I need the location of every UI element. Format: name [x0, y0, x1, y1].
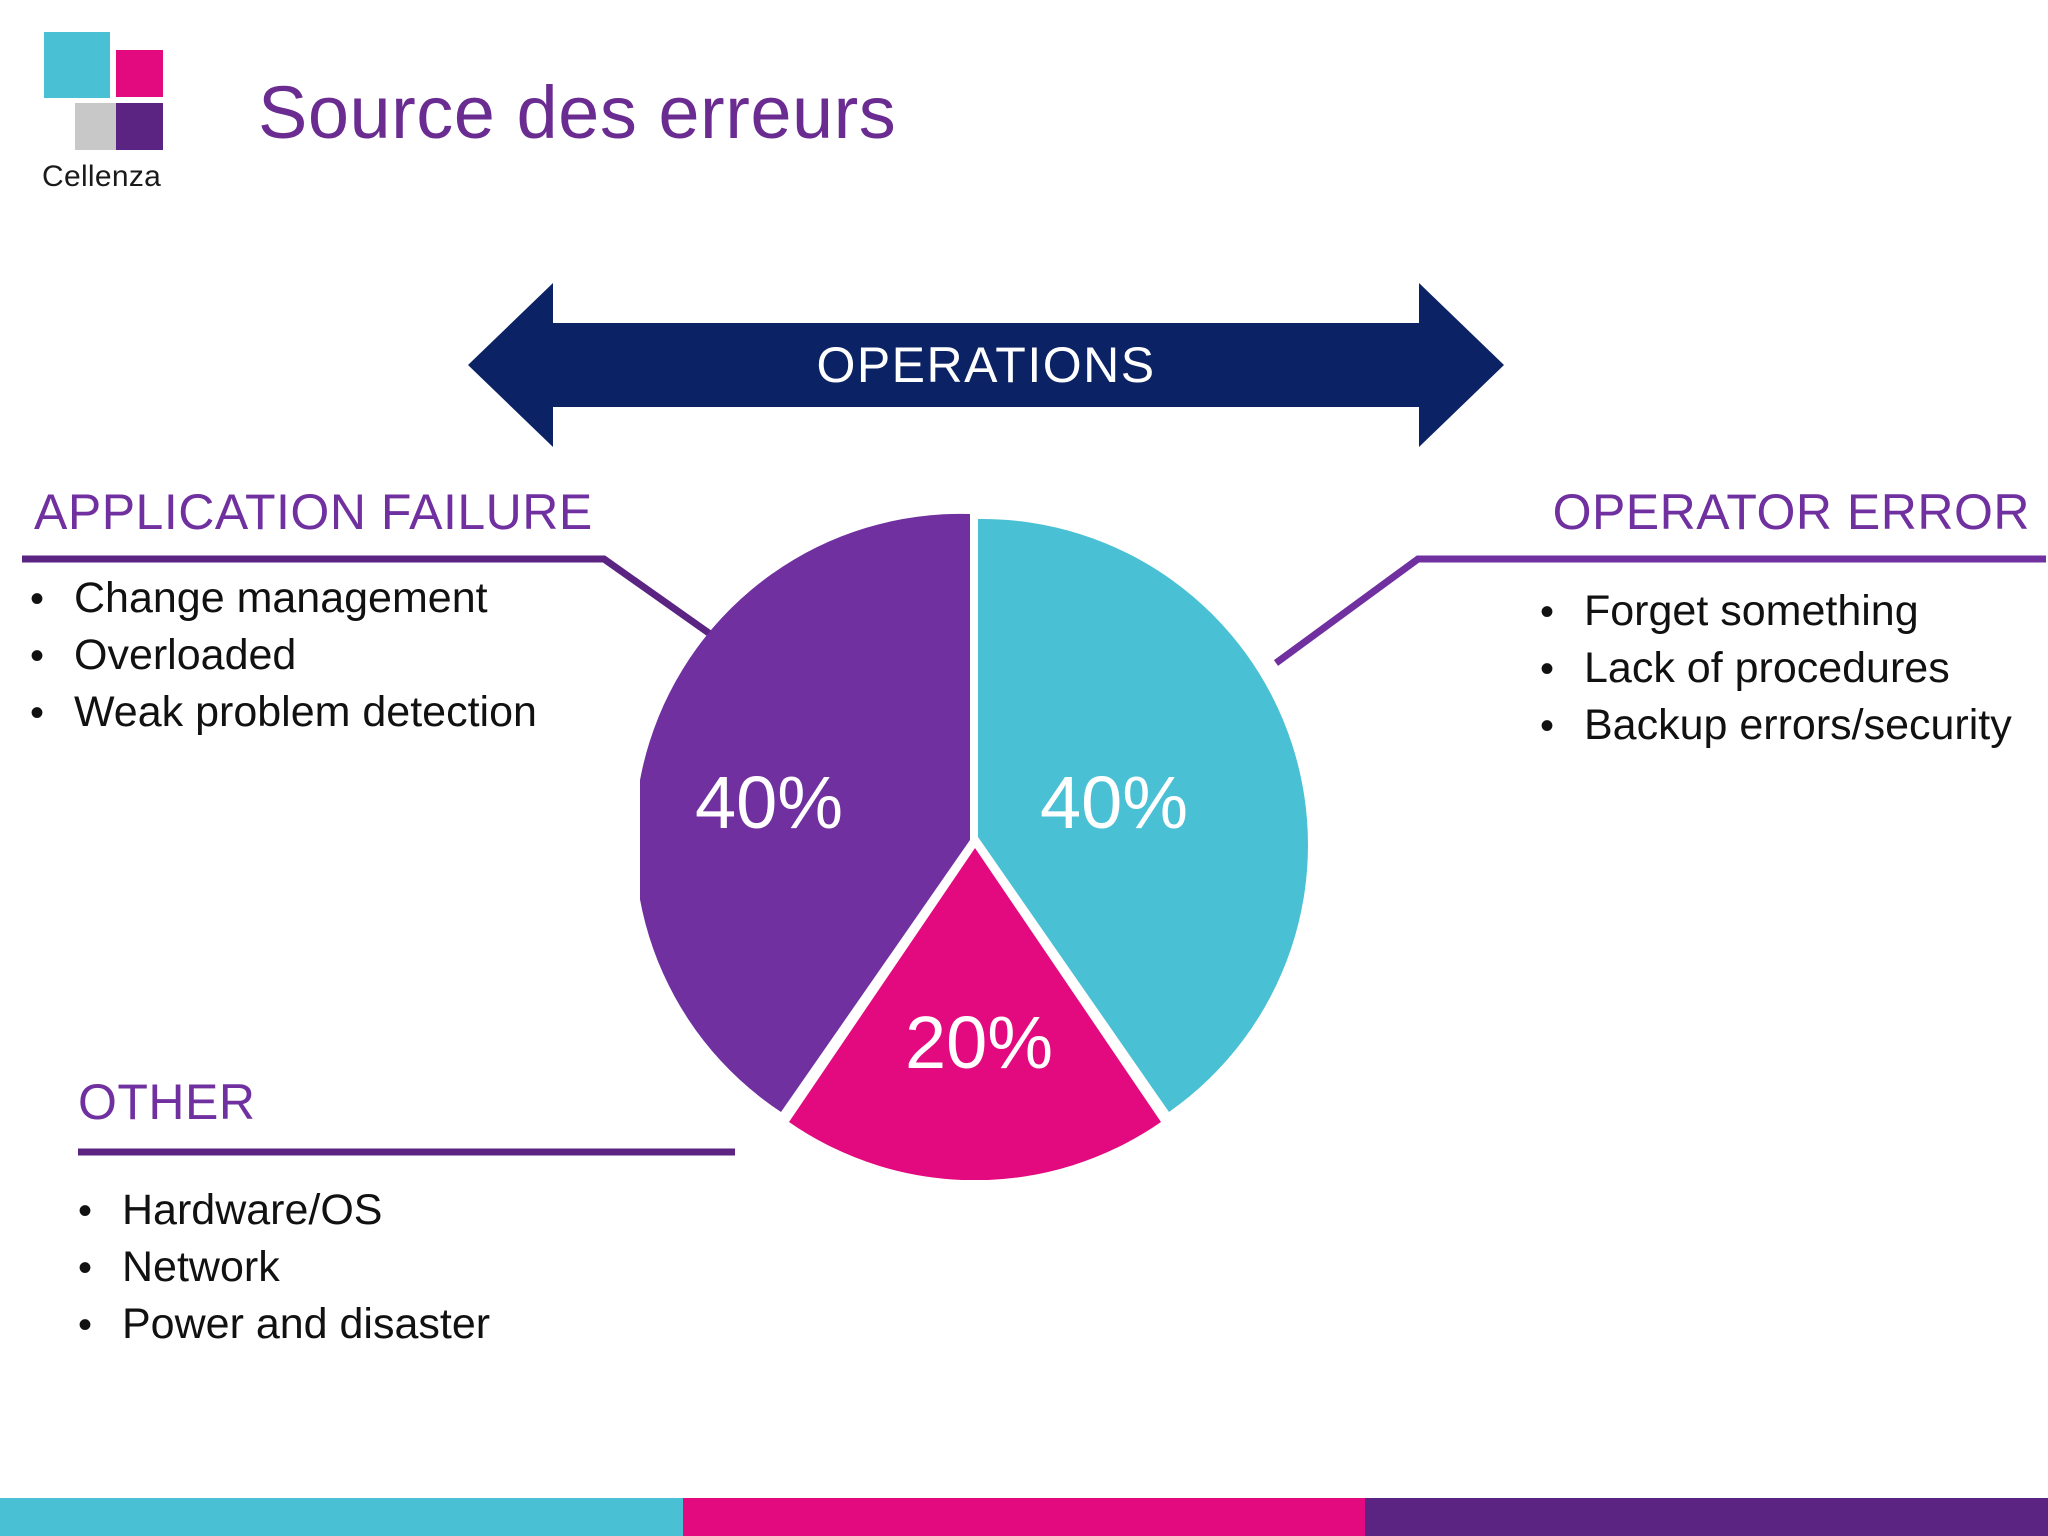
pie-svg: [634, 513, 1308, 1181]
list-item: • Network: [78, 1239, 490, 1296]
operations-arrow-banner: OPERATIONS: [468, 280, 1504, 450]
bullet-list-other: • Hardware/OS • Network • Power and disaste…: [78, 1182, 490, 1353]
list-item-label: Backup errors/security: [1584, 701, 2012, 749]
bullet-icon: •: [30, 691, 45, 735]
heading-application-failure: APPLICATION FAILURE: [34, 484, 593, 540]
bullet-icon: •: [1540, 590, 1555, 634]
list-item: • Lack of procedures: [1540, 640, 2012, 697]
double-arrow-icon: [468, 283, 1504, 447]
list-item: • Weak problem detection: [30, 684, 537, 741]
bottom-color-bar: [0, 1498, 2048, 1536]
list-item-label: Change management: [74, 574, 488, 622]
error-source-pie-chart: [634, 510, 1310, 1181]
bottom-bar-segment-purple: [1365, 1498, 2048, 1536]
page-title: Source des erreurs: [258, 71, 897, 154]
logo-square-cyan: [44, 32, 110, 98]
bullet-icon: •: [30, 634, 45, 678]
bottom-bar-segment-cyan: [0, 1498, 683, 1536]
list-item: • Hardware/OS: [78, 1182, 490, 1239]
heading-other: OTHER: [78, 1074, 256, 1130]
pie-slice-application-failure: [634, 513, 970, 1112]
list-item: • Change management: [30, 570, 537, 627]
logo-square-gray: [75, 103, 122, 150]
bullet-list-operator-error: • Forget something • Lack of procedures • B…: [1540, 583, 2012, 754]
list-item-label: Lack of procedures: [1584, 644, 1950, 692]
bullet-icon: •: [78, 1246, 93, 1290]
list-item-label: Forget something: [1584, 587, 1919, 635]
logo-square-purple: [116, 103, 163, 150]
pie-slice-operator-error: [978, 518, 1308, 1112]
bullet-icon: •: [1540, 647, 1555, 691]
bullet-icon: •: [1540, 704, 1555, 748]
bullet-list-application-failure: • Change management • Overloaded • Weak pro…: [30, 570, 537, 741]
list-item-label: Power and disaster: [122, 1300, 491, 1348]
list-item: • Overloaded: [30, 627, 537, 684]
list-item-label: Overloaded: [74, 631, 297, 679]
bottom-bar-segment-magenta: [682, 1498, 1366, 1536]
list-item: • Power and disaster: [78, 1296, 490, 1353]
list-item-label: Weak problem detection: [74, 688, 537, 736]
cellenza-logo: Cellenza: [42, 18, 182, 193]
bullet-icon: •: [30, 577, 45, 621]
bullet-icon: •: [78, 1189, 93, 1233]
pie-slice-other: [789, 848, 1161, 1181]
logo-wordmark: Cellenza: [42, 160, 162, 193]
list-item: • Forget something: [1540, 583, 2012, 640]
list-item-label: Hardware/OS: [122, 1186, 383, 1234]
bullet-icon: •: [78, 1303, 93, 1347]
heading-operator-error: OPERATOR ERROR: [1552, 484, 2030, 540]
list-item-label: Network: [122, 1243, 280, 1291]
list-item: • Backup errors/security: [1540, 697, 2012, 754]
logo-square-magenta: [116, 50, 163, 97]
